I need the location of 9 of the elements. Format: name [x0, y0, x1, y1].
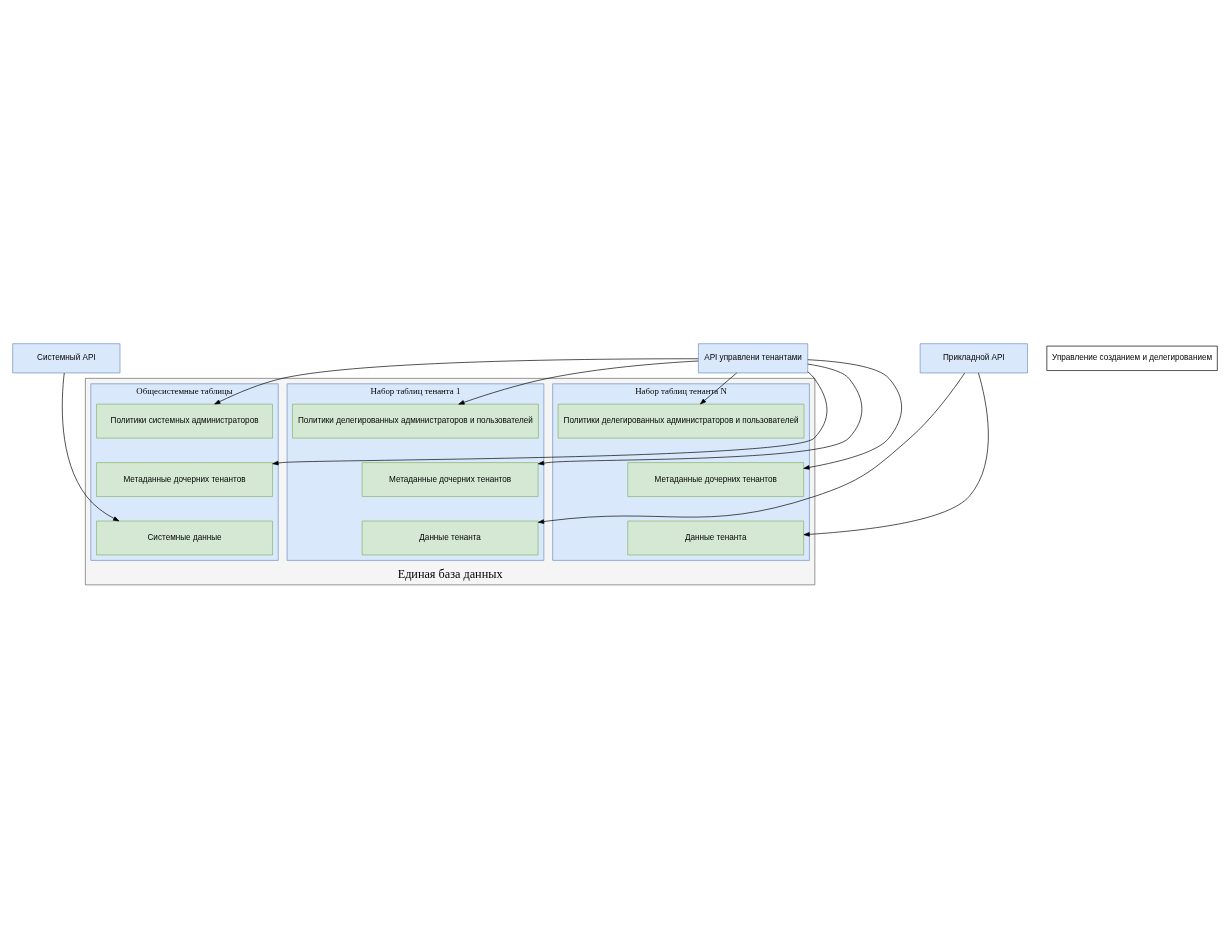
arrow — [272, 371, 828, 466]
arrow — [537, 363, 863, 466]
arrow — [458, 360, 699, 405]
arrow — [214, 358, 699, 405]
arrow — [803, 359, 902, 470]
arrow — [700, 372, 738, 405]
arrow — [803, 372, 989, 537]
arrow — [537, 372, 965, 524]
arrow — [61, 372, 120, 522]
